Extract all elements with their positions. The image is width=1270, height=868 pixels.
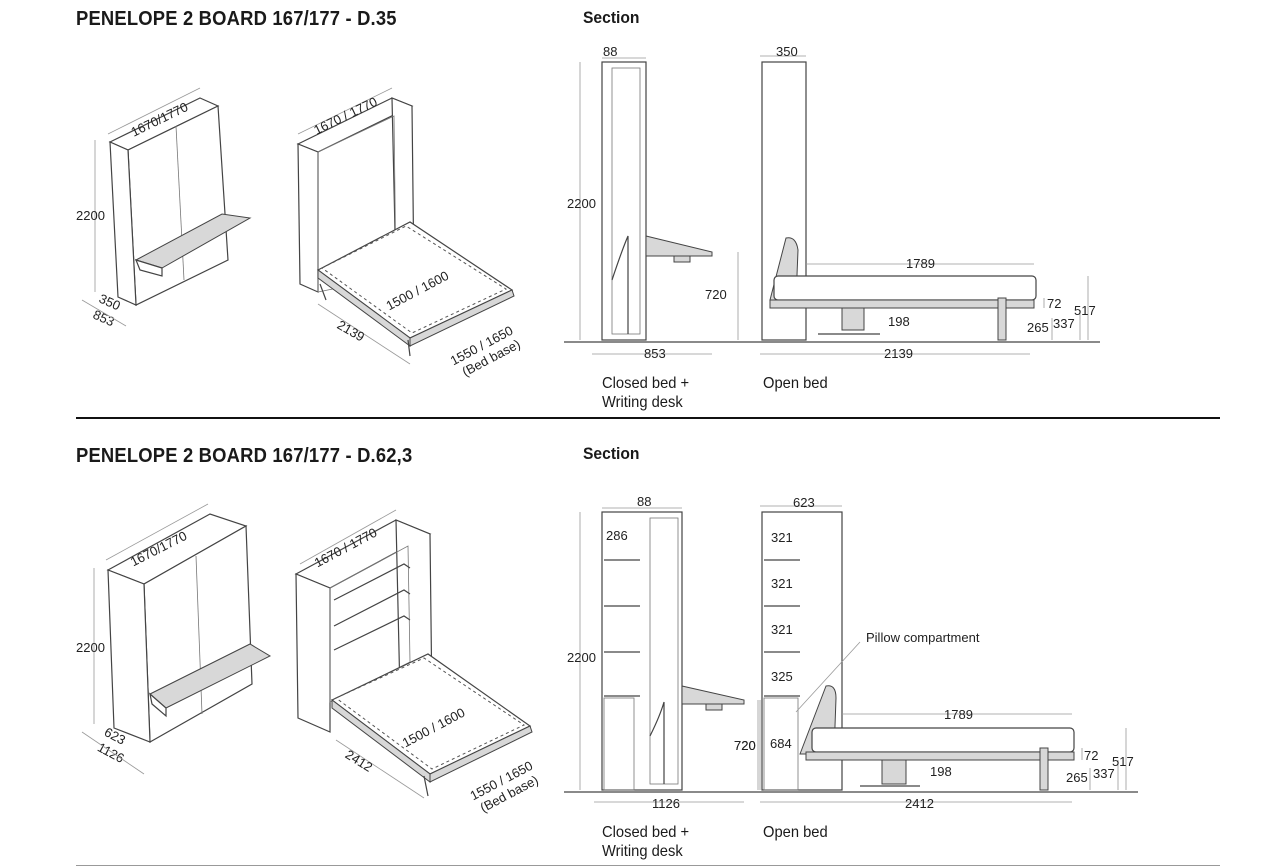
closed-height-d35: 2200 [567,196,596,211]
open-h4-d623: 517 [1112,754,1134,769]
iso-length-d623: 2412 [343,747,375,775]
open-h2-d35: 265 [1027,320,1049,335]
pillow-compartment-label: Pillow compartment [866,630,980,645]
caption-closed-d35: Closed bed + Writing desk [602,374,689,412]
iso-height-d623: 2200 [76,640,105,655]
open-shelf3-d623: 321 [771,622,793,637]
bottom-rule [76,865,1220,866]
open-depth-d623: 623 [793,495,815,510]
closed-section-d623: 2200 88 286 720 1126 [564,494,1138,811]
open-bed-length-d623: 1789 [944,707,973,722]
caption-open-d35: Open bed [763,375,828,392]
section-label-d623: Section [583,444,640,463]
closed-depth-d35: 88 [603,44,617,59]
drawing-d35: 1670/1770 2200 350 853 1670 / 1770 1500 … [76,44,1100,379]
section-d623: PENELOPE 2 BOARD 167/177 - D.62,3 Sectio… [0,436,1270,868]
open-total-length-d35: 2139 [884,346,913,361]
open-h1-d623: 72 [1084,748,1098,763]
section-d35: PENELOPE 2 BOARD 167/177 - D.35 Section … [0,0,1270,420]
open-depth-d35: 350 [776,44,798,59]
open-shelf4-d623: 325 [771,669,793,684]
open-h2-d623: 265 [1066,770,1088,785]
open-bed-length-d35: 1789 [906,256,935,271]
closed-depth-d623: 88 [637,494,651,509]
closed-shelf-d623: 286 [606,528,628,543]
closed-section-d35: 2200 88 720 853 [564,44,1100,361]
closed-total-depth-d35: 853 [644,346,666,361]
iso-length-d35: 2139 [335,317,368,344]
section-label-d35: Section [583,8,640,27]
model-title-d35: PENELOPE 2 BOARD 167/177 - D.35 [76,8,397,30]
open-h3-d35: 337 [1053,316,1075,331]
caption-closed-line1-d623: Closed bed + [602,824,690,841]
open-leg-d35: 198 [888,314,910,329]
caption-closed-line1-d35: Closed bed + [602,375,690,392]
drawing-d623: 1670/1770 2200 623 1126 1670 / 1770 1500… [76,494,1138,815]
closed-desk-height-d623: 720 [734,738,756,753]
caption-open-d623: Open bed [763,824,828,841]
closed-height-d623: 2200 [567,650,596,665]
caption-closed-line2-d623: Writing desk [602,843,683,860]
closed-desk-height-d35: 720 [705,287,727,302]
section-divider [76,417,1220,419]
iso-closed-cabinet-d623: 1670/1770 2200 623 1126 [76,503,272,775]
iso-height-d35: 2200 [76,208,105,223]
open-section-d35: 1789 350 198 72 265 337 517 2139 [760,44,1096,361]
open-lower-d623: 684 [770,736,792,751]
open-shelf2-d623: 321 [771,576,793,591]
iso-open-bed-d35: 1670 / 1770 1500 / 1600 2139 1550 / 1650… [296,87,523,379]
open-shelf1-d623: 321 [771,530,793,545]
open-h3-d623: 337 [1093,766,1115,781]
open-desk-height-d623: 720 [734,738,756,753]
closed-total-depth-d623: 1126 [652,796,680,811]
model-title-d623: PENELOPE 2 BOARD 167/177 - D.62,3 [76,445,413,467]
open-total-length-d623: 2412 [905,796,934,811]
iso-closed-cabinet-d35: 1670/1770 2200 350 853 [76,87,252,329]
open-leg-d623: 198 [930,764,952,779]
caption-closed-line2-d35: Writing desk [602,394,683,411]
caption-closed-d623: Closed bed + Writing desk [602,823,689,861]
iso-open-bed-d623: 1670 / 1770 1500 / 1600 2412 1550 / 1650… [294,509,541,815]
open-section-d623: 1789 623 321 321 321 325 684 720 Pillow … [734,495,1134,811]
open-h1-d35: 72 [1047,296,1061,311]
open-h4-d35: 517 [1074,303,1096,318]
